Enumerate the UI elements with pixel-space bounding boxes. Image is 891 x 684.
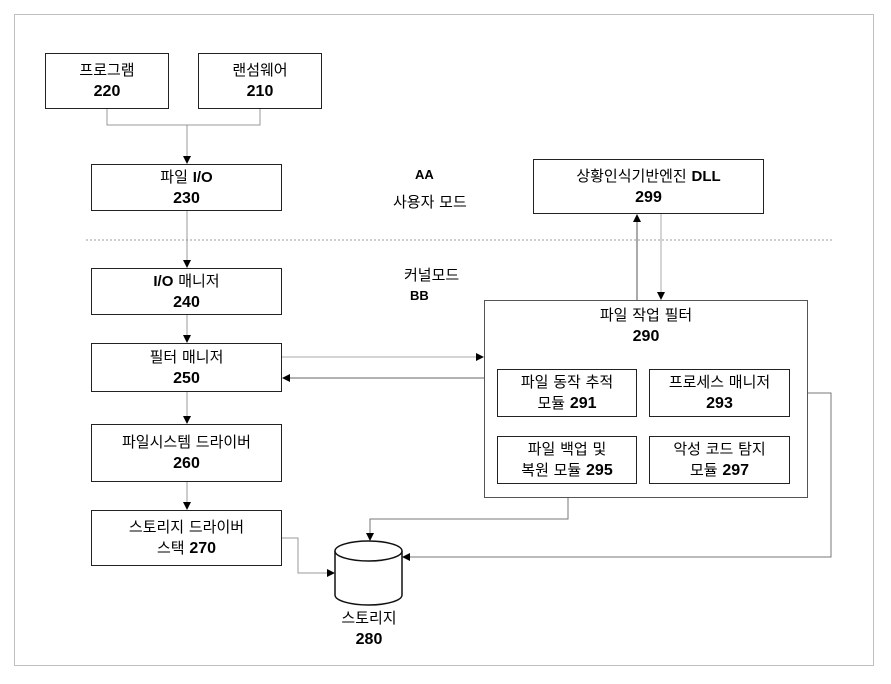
- node-program: 프로그램 220: [45, 53, 169, 109]
- node-label: 프로세스 매니저: [668, 373, 771, 391]
- node-label: 파일 I/O: [160, 167, 213, 186]
- storage-cylinder-icon: [334, 540, 403, 606]
- node-label: 스토리지 드라이버: [128, 518, 245, 536]
- node-number: 293: [706, 395, 733, 412]
- node-number: 299: [635, 188, 662, 206]
- node-label: 파일 작업 필터: [599, 306, 693, 324]
- node-file-io: 파일 I/O 230: [91, 164, 282, 211]
- node-number: 230: [173, 189, 200, 207]
- node-label: 상황인식기반엔진 DLL: [576, 166, 721, 185]
- node-label: 파일 백업 및: [527, 440, 607, 458]
- node-number: 210: [246, 83, 274, 100]
- node-label: I/O 매니저: [153, 271, 220, 290]
- node-label-2: 복원 모듈 295: [521, 461, 613, 479]
- node-number: 220: [93, 83, 121, 100]
- node-storage-stack: 스토리지 드라이버 스택 270: [91, 510, 282, 566]
- diagram-frame: [14, 14, 874, 666]
- node-label-2: 스택 270: [156, 539, 217, 557]
- node-number: 240: [173, 293, 200, 311]
- node-label: 랜섬웨어: [232, 61, 288, 79]
- node-fs-driver: 파일시스템 드라이버 260: [91, 424, 282, 482]
- node-backup-module: 파일 백업 및 복원 모듈 295: [497, 436, 637, 484]
- node-number: 250: [173, 369, 200, 387]
- user-mode-code: AA: [415, 167, 434, 182]
- node-label-2: 모듈 297: [689, 461, 750, 479]
- node-number: 290: [632, 328, 660, 345]
- node-number: 260: [173, 455, 200, 472]
- node-filter-manager: 필터 매니저 250: [91, 343, 282, 392]
- node-label: 악성 코드 탐지: [673, 440, 766, 458]
- kernel-mode-code: BB: [410, 288, 429, 303]
- arrow-293-280: [402, 392, 832, 561]
- node-label: 스토리지: [341, 609, 397, 627]
- node-label: 프로그램: [79, 61, 135, 79]
- node-storage: 스토리지 280: [309, 608, 429, 650]
- arrow-295-280: [366, 484, 569, 541]
- node-tracking-module: 파일 동작 추적 모듈 291: [497, 369, 637, 417]
- node-label: 필터 매니저: [149, 347, 224, 366]
- node-label-2: 모듈 291: [537, 394, 597, 412]
- node-engine-dll: 상황인식기반엔진 DLL 299: [533, 159, 764, 214]
- connector-220-210-merge: [106, 109, 261, 126]
- user-mode-label: 사용자 모드: [393, 193, 467, 211]
- node-io-manager: I/O 매니저 240: [91, 268, 282, 315]
- node-ransomware: 랜섬웨어 210: [198, 53, 322, 109]
- arrow-270-280: [282, 537, 335, 577]
- kernel-mode-label: 커널모드: [404, 266, 460, 284]
- node-number: 280: [355, 631, 383, 648]
- node-label: 파일시스템 드라이버: [122, 433, 251, 451]
- node-label: 파일 동작 추적: [520, 373, 614, 391]
- node-malware-module: 악성 코드 탐지 모듈 297: [649, 436, 790, 484]
- node-process-manager: 프로세스 매니저 293: [649, 369, 790, 417]
